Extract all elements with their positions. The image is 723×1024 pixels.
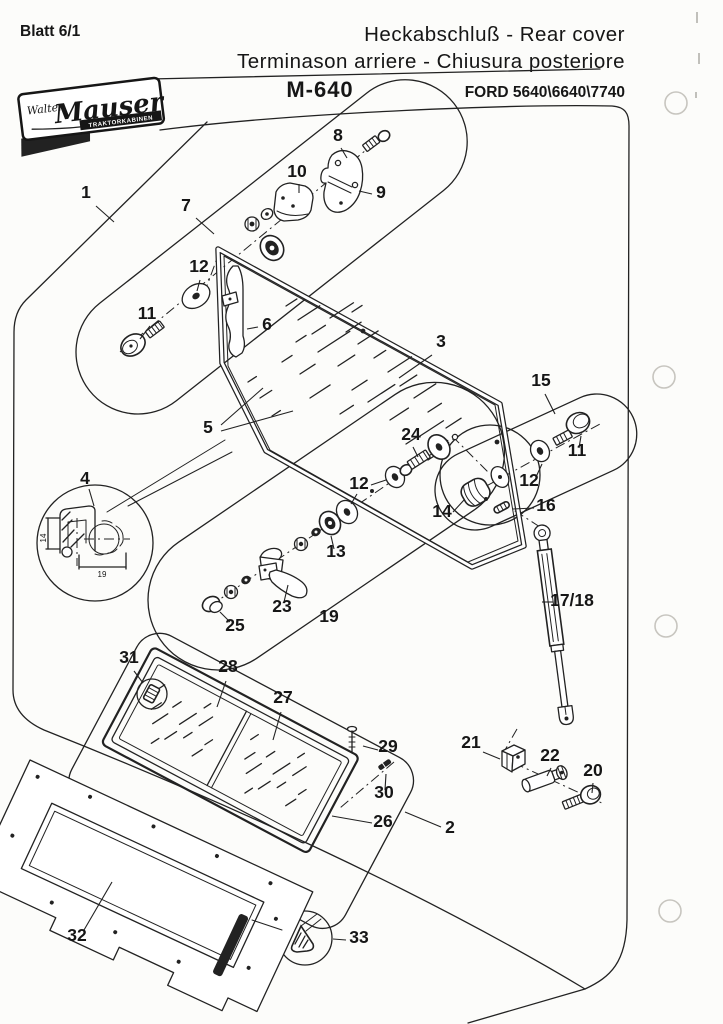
- sheet-number: Blatt 6/1: [20, 23, 81, 40]
- leader-line-28: [216, 680, 227, 708]
- glass-reflections: [247, 298, 462, 461]
- part-label-12: 12: [189, 256, 209, 276]
- part-label-5: 5: [203, 417, 213, 437]
- part-label-2: 2: [445, 817, 455, 837]
- gas-strut: [533, 524, 574, 726]
- grab-handle: [225, 265, 246, 358]
- title-de-en: Heckabschluß - Rear cover: [364, 23, 625, 46]
- binder-holes: [652, 12, 700, 923]
- part-label-15: 15: [531, 370, 551, 390]
- leader-line-5: [220, 387, 264, 426]
- sliding-window-panel: [68, 632, 415, 930]
- part-label-4: 4: [80, 468, 90, 488]
- leader-line-1: [95, 205, 115, 223]
- part-label-9: 9: [376, 182, 386, 202]
- leader-line-21: [482, 751, 501, 760]
- callout-outlines: [36, 79, 638, 966]
- part-label-20: 20: [583, 760, 603, 780]
- part-label-24: 24: [401, 424, 421, 444]
- seal-section-detail: 14 19: [39, 439, 233, 579]
- strut-mount-parts: [501, 744, 602, 810]
- leader-line-31: [133, 670, 144, 684]
- part-label-22: 22: [540, 745, 560, 765]
- leader-line-16: [512, 507, 535, 510]
- part-label-23: 23: [272, 596, 292, 616]
- part-label-19: 19: [319, 606, 339, 626]
- leader-line-29: [362, 745, 379, 751]
- part-label-11: 11: [568, 440, 587, 460]
- part-label-12: 12: [349, 473, 369, 493]
- window-pin: [378, 759, 392, 770]
- leader-line-24: [412, 446, 419, 458]
- part-label-28: 28: [218, 656, 238, 676]
- leader-line-26: [331, 815, 373, 824]
- part-labels: 1 7 8 10 9 12 11 6 3 5 15 11 12 4 24 12 14 16 13 23 19 17/18 2…: [67, 125, 603, 947]
- hinge-parts: [120, 129, 391, 357]
- part-label-17/18: 17/18: [550, 590, 594, 610]
- leader-line-6: [246, 326, 259, 330]
- leader-line-32: [83, 881, 113, 931]
- part-label-14: 14: [432, 501, 452, 521]
- leader-line-23: [283, 584, 289, 603]
- part-label-33: 33: [349, 927, 369, 947]
- logo-first-name: Walter: [26, 100, 65, 117]
- part-label-31: 31: [119, 647, 139, 667]
- leader-line-11: [139, 325, 151, 340]
- title-fr-it: Terminason arriere - Chiusura posteriore: [237, 50, 625, 73]
- dim-14: 14: [39, 533, 48, 542]
- leader-line-12: [196, 279, 201, 292]
- part-label-32: 32: [67, 925, 87, 945]
- vehicle-models: FORD 5640\6640\7740: [465, 84, 625, 101]
- leader-line-7: [195, 217, 215, 235]
- part-label-25: 25: [225, 615, 245, 635]
- part-label-7: 7: [181, 195, 191, 215]
- leader-line-11: [578, 435, 582, 449]
- part-label-8: 8: [333, 125, 343, 145]
- mauser-logo: Walter Mauser TRAKTORKABINEN: [17, 76, 167, 157]
- leader-line-9: [358, 190, 373, 195]
- leader-line-25: [219, 611, 231, 623]
- part-label-26: 26: [373, 811, 393, 831]
- leader-line-12: [535, 463, 543, 478]
- part-label-11: 11: [138, 303, 157, 323]
- part-label-1: 1: [81, 182, 91, 202]
- leader-line-15: [544, 393, 556, 415]
- title-separator: [149, 68, 601, 80]
- part-label-29: 29: [378, 736, 398, 756]
- cab-outline: [12, 105, 630, 1024]
- part-label-6: 6: [262, 314, 272, 334]
- leader-line-4: [88, 488, 95, 507]
- leader-line-14: [452, 499, 465, 513]
- leader-line-2: [404, 811, 442, 828]
- lock-parts: [201, 434, 451, 614]
- part-label-12: 12: [519, 470, 539, 490]
- part-label-30: 30: [374, 782, 394, 802]
- rear-panel: [0, 759, 314, 1013]
- leader-line-12: [370, 479, 387, 486]
- latch-parts: [460, 411, 591, 514]
- rear-glass: [215, 246, 527, 570]
- part-label-21: 21: [461, 732, 481, 752]
- edge-seal-detail: [251, 913, 322, 953]
- leader-line-33: [332, 938, 347, 941]
- dim-19: 19: [98, 570, 107, 579]
- model-number: M-640: [286, 77, 353, 102]
- part-label-10: 10: [287, 161, 307, 181]
- window-glass-reflections: [150, 684, 307, 807]
- leader-line-27: [272, 711, 282, 741]
- leader-line-22: [546, 767, 552, 777]
- leader-line-8: [340, 147, 348, 159]
- leader-line-13: [330, 535, 335, 550]
- leader-line-3: [398, 354, 433, 379]
- leader-line-12: [350, 493, 358, 505]
- leader-line-30: [384, 773, 387, 791]
- part-label-13: 13: [326, 541, 346, 561]
- part-label-27: 27: [273, 687, 292, 707]
- leader-line-20: [591, 782, 594, 794]
- part-label-16: 16: [536, 495, 556, 515]
- part-label-3: 3: [436, 331, 446, 351]
- leader-line-5: [220, 410, 294, 432]
